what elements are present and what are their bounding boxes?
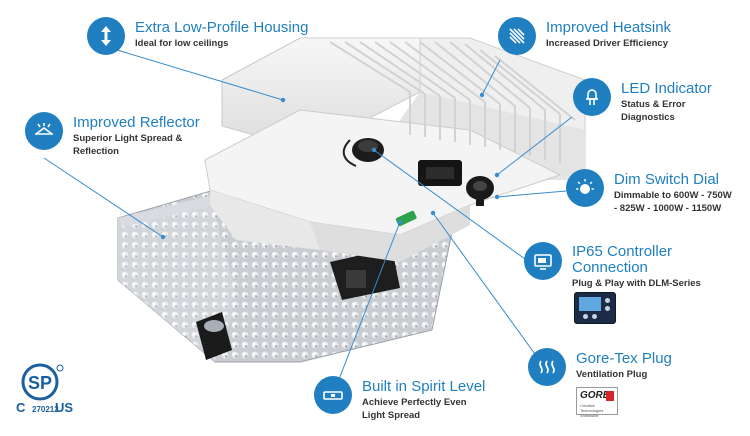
heatsink-fins-icon bbox=[498, 17, 536, 55]
gore-logo: GORE Creative Technologies Worldwide bbox=[576, 387, 618, 418]
power-inlet bbox=[418, 160, 462, 186]
feature-description: Achieve Perfectly Even Light Spread bbox=[362, 397, 467, 421]
feature-title: Dim Switch Dial bbox=[614, 171, 720, 188]
feature-title: Improved Reflector bbox=[73, 114, 200, 131]
svg-text:SP: SP bbox=[28, 373, 52, 393]
feature-title: LED Indicator bbox=[621, 80, 712, 97]
dim-dial bbox=[466, 176, 494, 206]
fixture-housing bbox=[204, 37, 586, 262]
led-bulb-icon bbox=[573, 78, 611, 116]
feature-description: Ideal for low ceilings bbox=[135, 38, 229, 49]
csa-certificate-number: 270212 bbox=[32, 405, 59, 414]
vent-plug-icon bbox=[528, 348, 566, 386]
feature-title: Extra Low-Profile Housing bbox=[135, 19, 309, 36]
light-spread-icon bbox=[25, 112, 63, 150]
feature-description: Status & Error Diagnostics bbox=[621, 99, 686, 123]
feature-title: Improved Heatsink bbox=[546, 19, 672, 36]
dlm-controller-thumbnail bbox=[574, 292, 616, 324]
feature-description: Increased Driver Efficiency bbox=[546, 38, 668, 49]
feature-description: Plug & Play with DLM-Series bbox=[572, 278, 701, 289]
csa-mark-us: US bbox=[55, 400, 74, 415]
heatsink-fins bbox=[329, 41, 576, 164]
feature-title: Gore-Tex Plug bbox=[576, 350, 672, 367]
monitor-icon bbox=[524, 242, 562, 280]
csa-mark-c: C bbox=[16, 400, 26, 415]
csa-certification-logo: SP bbox=[21, 363, 64, 401]
feature-title: IP65 Controller Connection bbox=[572, 243, 673, 276]
feature-description: Superior Light Spread & Reflection bbox=[73, 133, 183, 157]
lamp-socket bbox=[196, 248, 400, 360]
feature-title: Built in Spirit Level bbox=[362, 378, 486, 395]
vertical-arrows-icon bbox=[87, 17, 125, 55]
spirit-level-icon bbox=[314, 376, 352, 414]
dial-icon bbox=[566, 169, 604, 207]
feature-description: Ventilation Plug bbox=[576, 369, 648, 380]
feature-description: Dimmable to 600W - 750W - 825W - 1000W -… bbox=[614, 190, 732, 214]
